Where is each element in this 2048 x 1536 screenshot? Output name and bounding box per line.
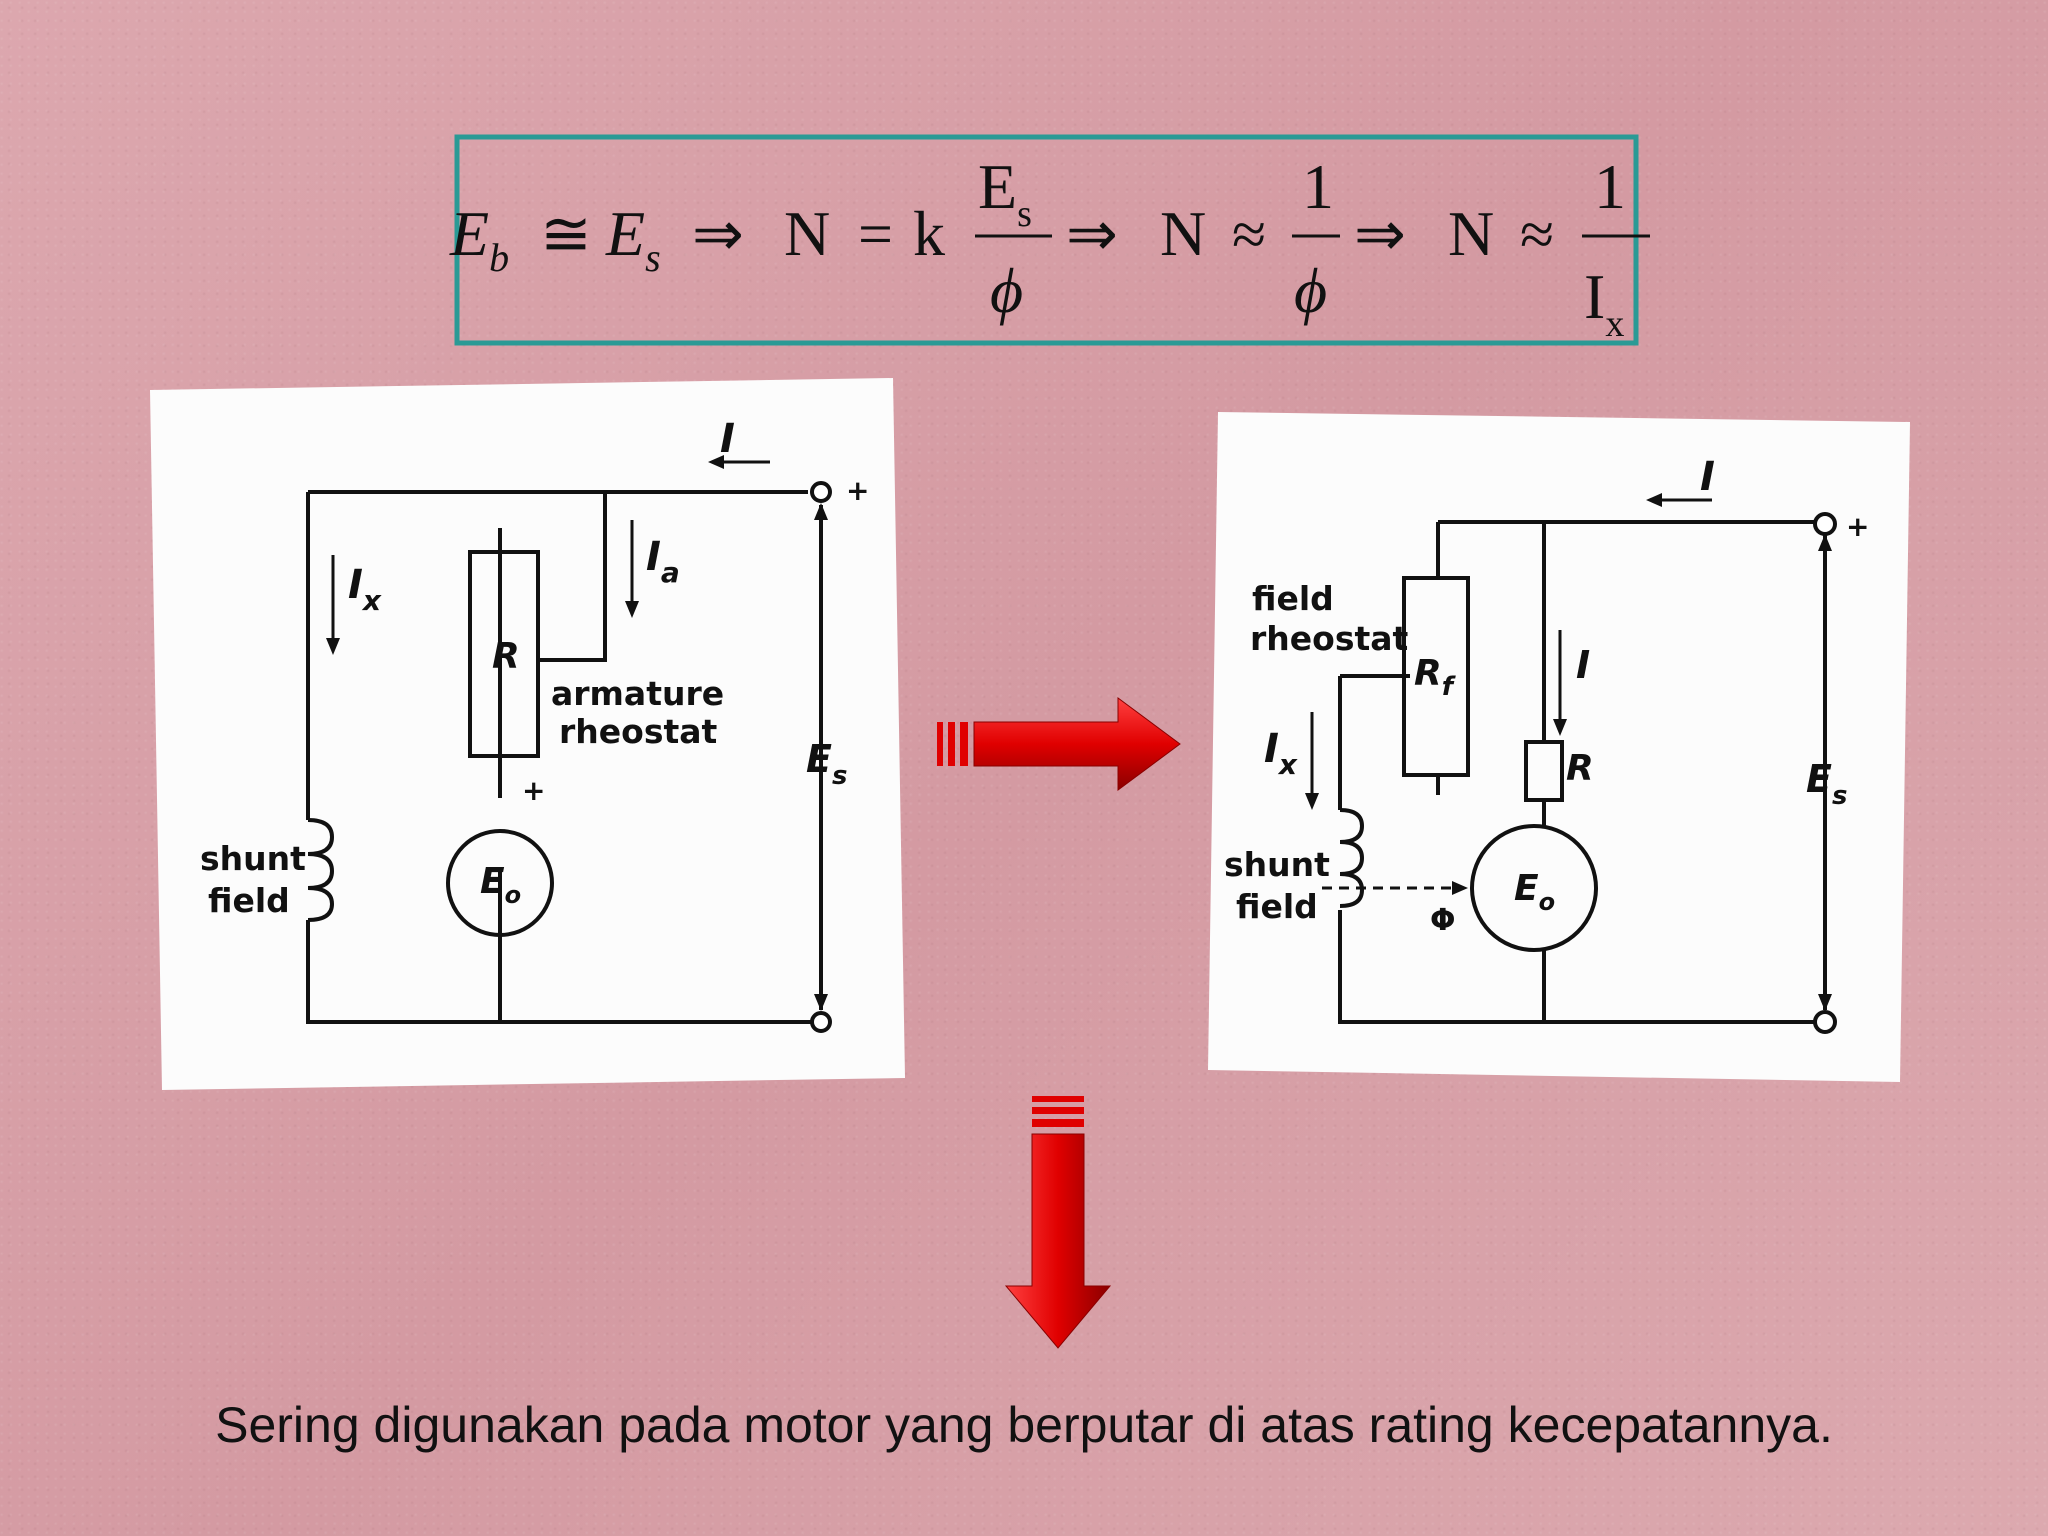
motor-armature-right (1470, 824, 1598, 952)
label-current-ix-right-sub: x (1277, 748, 1298, 781)
svg-text:Es: Es (1806, 757, 1847, 811)
formula-cong: ≅ (540, 201, 592, 269)
label-resistor-r-right: R (1566, 748, 1594, 789)
terminal-positive-right (1813, 512, 1837, 536)
diagram-left-wires (306, 490, 823, 1024)
shunt-field-coil (307, 818, 335, 922)
terminal-positive (810, 481, 832, 503)
formula: Eb ≅ Es ⇒ N = k Es ϕ ⇒ N ≈ 1 ϕ ⇒ N ≈ 1 I… (449, 151, 1650, 345)
label-current-i: I (720, 416, 735, 462)
svg-text:Ia: Ia (646, 534, 680, 589)
diagram-left-arrowheads (326, 455, 828, 1011)
label-voltage-es-sub: s (832, 761, 847, 791)
svg-text:Ix: Ix (348, 562, 382, 617)
label-voltage-es-right: E (1806, 757, 1832, 801)
terminal-negative-right (1813, 1010, 1837, 1034)
formula-n-1: N (784, 198, 830, 269)
formula-eb: E (449, 198, 489, 269)
label-plus-motor: + (522, 774, 545, 807)
formula-frac3-num: 1 (1594, 151, 1626, 222)
arrow-down (1004, 1096, 1112, 1349)
label-rheostat: rheostat (559, 712, 718, 751)
svg-text:Es: Es (978, 151, 1032, 235)
armature-rheostat-resistor (468, 550, 540, 758)
formula-implies-2: ⇒ (1066, 201, 1118, 269)
formula-box: Eb ≅ Es ⇒ N = k Es ϕ ⇒ N ≈ 1 ϕ ⇒ N ≈ 1 I… (449, 134, 1650, 346)
formula-k: k (913, 198, 945, 269)
label-current-ia-sub: a (661, 556, 680, 589)
label-field: field (208, 881, 290, 920)
shunt-field-coil-right (1339, 808, 1365, 908)
label-plus-terminal-right: + (1846, 510, 1869, 543)
formula-frac1-num-sub: s (1017, 193, 1032, 235)
svg-text:Ix: Ix (1264, 726, 1298, 781)
formula-frac1-den: ϕ (990, 255, 1023, 326)
formula-n-3: N (1448, 198, 1494, 269)
label-current-ix-right: I (1264, 726, 1279, 772)
svg-text:Eo: Eo (1514, 868, 1555, 916)
label-voltage-es: E (806, 737, 832, 781)
svg-text:Eo: Eo (480, 861, 521, 909)
svg-text:Ix: Ix (1584, 261, 1624, 345)
formula-frac1-num: E (978, 151, 1017, 222)
flux-arrowhead (1452, 881, 1468, 895)
label-emf-eo: E (480, 861, 505, 902)
arrow-right (937, 697, 1181, 791)
label-resistor-rf-sub: f (1442, 672, 1457, 702)
diagram-field-control: I I Ix field rheostat Rf R Es Eo Φ shunt… (1208, 412, 1910, 1082)
formula-implies-3: ⇒ (1354, 201, 1406, 269)
label-flux-phi: Φ (1430, 903, 1456, 938)
label-current-ix-sub: x (361, 584, 382, 617)
caption-text: Sering digunakan pada motor yang berputa… (215, 1397, 1833, 1453)
formula-frac3-den-sub: x (1605, 303, 1624, 345)
label-armature: armature (551, 674, 724, 713)
label-current-ia: I (646, 534, 661, 580)
svg-text:Es: Es (806, 737, 847, 791)
label-shunt-right: shunt (1224, 845, 1330, 884)
terminal-negative (810, 1011, 832, 1033)
label-field-right: field (1252, 579, 1334, 618)
diagram-left-panel (150, 378, 905, 1090)
label-shunt: shunt (200, 839, 306, 878)
label-current-i2-right: I (1576, 643, 1590, 687)
formula-frac3-den: I (1584, 261, 1605, 332)
label-emf-eo-right: E (1514, 868, 1539, 909)
label-rheostat-right: rheostat (1250, 619, 1409, 658)
formula-eq: = (858, 201, 893, 269)
formula-implies-1: ⇒ (692, 201, 744, 269)
svg-text:Es: Es (605, 198, 661, 280)
label-resistor-rf: R (1414, 653, 1442, 694)
label-plus-terminal: + (846, 474, 869, 507)
formula-frac2-den: ϕ (1294, 255, 1327, 326)
formula-eb-sub: b (489, 235, 509, 280)
diagram-armature-control: I Ix Ia R armature rheostat Es Eo shunt … (150, 378, 905, 1090)
label-field-right-coil: field (1236, 887, 1318, 926)
formula-approx-1: ≈ (1232, 201, 1266, 269)
label-current-i-right: I (1700, 454, 1715, 500)
formula-frac2-num: 1 (1302, 151, 1334, 222)
diagram-right-arrowheads (1305, 493, 1832, 1011)
formula-n-2: N (1160, 198, 1206, 269)
armature-resistor (1524, 740, 1564, 802)
label-emf-eo-sub: o (505, 881, 522, 909)
diagram-right-panel (1208, 412, 1910, 1082)
label-voltage-es-right-sub: s (1832, 781, 1847, 811)
formula-es-sub: s (645, 235, 661, 280)
label-current-ix: I (348, 562, 363, 608)
diagram-right-wires (1338, 520, 1827, 1024)
formula-approx-2: ≈ (1520, 201, 1554, 269)
formula-es: E (605, 198, 645, 269)
svg-text:Rf: Rf (1414, 653, 1457, 702)
motor-armature (446, 829, 554, 937)
svg-text:Eb: Eb (449, 198, 509, 280)
label-resistor-r: R (492, 636, 520, 677)
field-rheostat-resistor (1402, 576, 1470, 777)
label-emf-eo-right-sub: o (1539, 888, 1556, 916)
